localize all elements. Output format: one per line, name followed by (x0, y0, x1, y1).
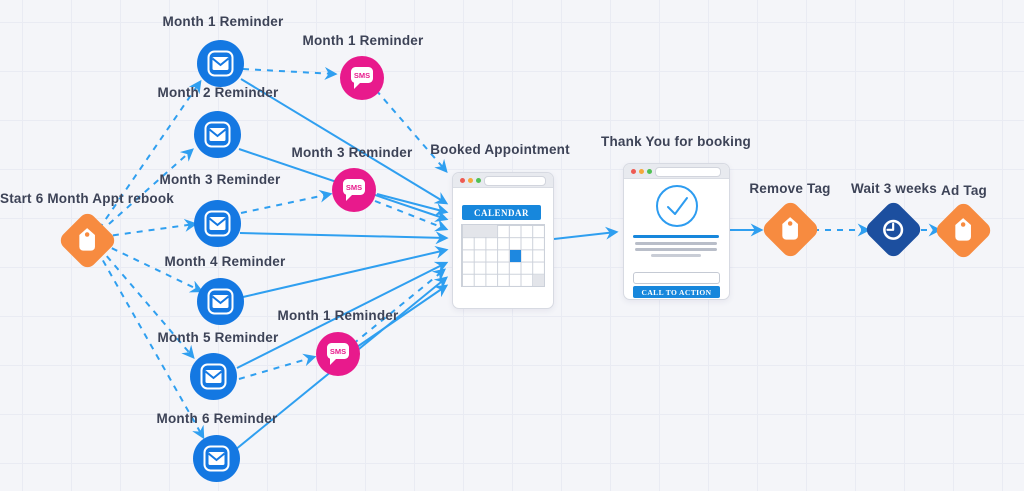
sms-icon: SMS (351, 67, 373, 89)
email-icon (203, 445, 230, 472)
sms2-label: Month 3 Reminder (291, 145, 413, 160)
connector-start-email3 (100, 218, 198, 238)
call-to-action-button[interactable]: CALL TO ACTION (633, 286, 720, 298)
connector-sms2-calendar-dashed (374, 200, 449, 232)
sms1-label: Month 1 Reminder (302, 33, 424, 48)
email-node-month1[interactable] (197, 40, 244, 87)
email-node-month6[interactable] (193, 435, 240, 482)
clock-icon (883, 219, 904, 240)
thankyou-input-field[interactable] (633, 272, 720, 284)
connector-start-email1 (98, 79, 202, 230)
email-icon (204, 121, 231, 148)
email-icon (207, 50, 234, 77)
thankyou-window[interactable]: CALL TO ACTION (623, 163, 730, 300)
calendar-grid[interactable] (461, 224, 545, 287)
window-dot-yellow (639, 168, 644, 174)
wait-node[interactable] (863, 199, 924, 260)
connector-email3-calendar (239, 231, 449, 245)
connector-email5-sms3 (238, 353, 317, 380)
connector-email1-calendar (240, 78, 449, 205)
email-icon (207, 288, 234, 315)
email-node-month4[interactable] (197, 278, 244, 325)
sms-node-1[interactable]: SMS (340, 56, 384, 100)
connector-start-email2 (99, 148, 194, 233)
connector-email3-sms2 (240, 189, 333, 214)
tag-icon (79, 227, 96, 251)
email1-label: Month 1 Reminder (162, 14, 284, 29)
sms-icon: SMS (343, 179, 365, 201)
connector-calendar-thankyou (553, 226, 619, 240)
window-dot-green (476, 177, 481, 183)
email-node-month2[interactable] (194, 111, 241, 158)
success-check-icon (656, 185, 698, 227)
connector-email1-sms1 (242, 66, 338, 80)
svg-text:SMS: SMS (354, 71, 370, 80)
email2-label: Month 2 Reminder (157, 85, 279, 100)
sms-node-3[interactable]: SMS (316, 332, 360, 376)
connector-sms1-calendar (375, 89, 448, 173)
calendar-title-bar: CALENDAR (462, 205, 541, 220)
svg-text:SMS: SMS (330, 347, 346, 356)
connector-sms2-calendar-solid (376, 193, 449, 216)
content-line-short (651, 254, 701, 257)
content-line (635, 242, 717, 245)
removetag-label: Remove Tag (749, 181, 831, 196)
email-icon (204, 210, 231, 237)
email-icon (200, 363, 227, 390)
sms-node-2[interactable]: SMS (332, 168, 376, 212)
ad-tag-node[interactable] (933, 200, 994, 261)
window-dot-yellow (468, 177, 473, 183)
sms3-label: Month 1 Reminder (277, 308, 399, 323)
tag-icon (782, 216, 799, 240)
sms-icon: SMS (327, 343, 349, 365)
email4-label: Month 4 Reminder (164, 254, 286, 269)
window-titlebar (624, 164, 729, 179)
email5-label: Month 5 Reminder (157, 330, 279, 345)
window-urlbar (655, 167, 721, 177)
remove-tag-node[interactable] (760, 199, 821, 260)
content-line-accent (633, 235, 719, 238)
calendar-selected-day[interactable] (509, 250, 521, 262)
calendar-label: Booked Appointment (430, 142, 570, 157)
email3-label: Month 3 Reminder (159, 172, 281, 187)
connector-email4-calendar (242, 246, 449, 298)
connector-sms3-calendar-solid (353, 284, 449, 350)
connector-start-email5 (98, 246, 195, 359)
booked-appointment-window[interactable]: CALENDAR (452, 172, 554, 309)
window-titlebar (453, 173, 553, 188)
wait-label: Wait 3 weeks (851, 181, 937, 196)
connector-email5-calendar (236, 261, 449, 369)
email-node-month3[interactable] (194, 200, 241, 247)
email6-label: Month 6 Reminder (156, 411, 278, 426)
content-line (635, 248, 717, 251)
thankyou-label: Thank You for booking (601, 134, 751, 149)
start-label: Start 6 Month Appt rebook (0, 191, 174, 206)
window-dot-red (460, 177, 465, 183)
start-tag-node[interactable] (57, 210, 118, 271)
calendar-corner-cell (533, 274, 544, 286)
calendar-merged-cell (463, 225, 497, 237)
window-dot-red (631, 168, 636, 174)
window-dot-green (647, 168, 652, 174)
window-urlbar (484, 176, 546, 186)
connector-sms3-calendar-dashed (352, 268, 447, 345)
svg-text:SMS: SMS (346, 183, 362, 192)
tag-icon (955, 217, 972, 241)
adtag-label: Ad Tag (941, 183, 987, 198)
email-node-month5[interactable] (190, 353, 237, 400)
